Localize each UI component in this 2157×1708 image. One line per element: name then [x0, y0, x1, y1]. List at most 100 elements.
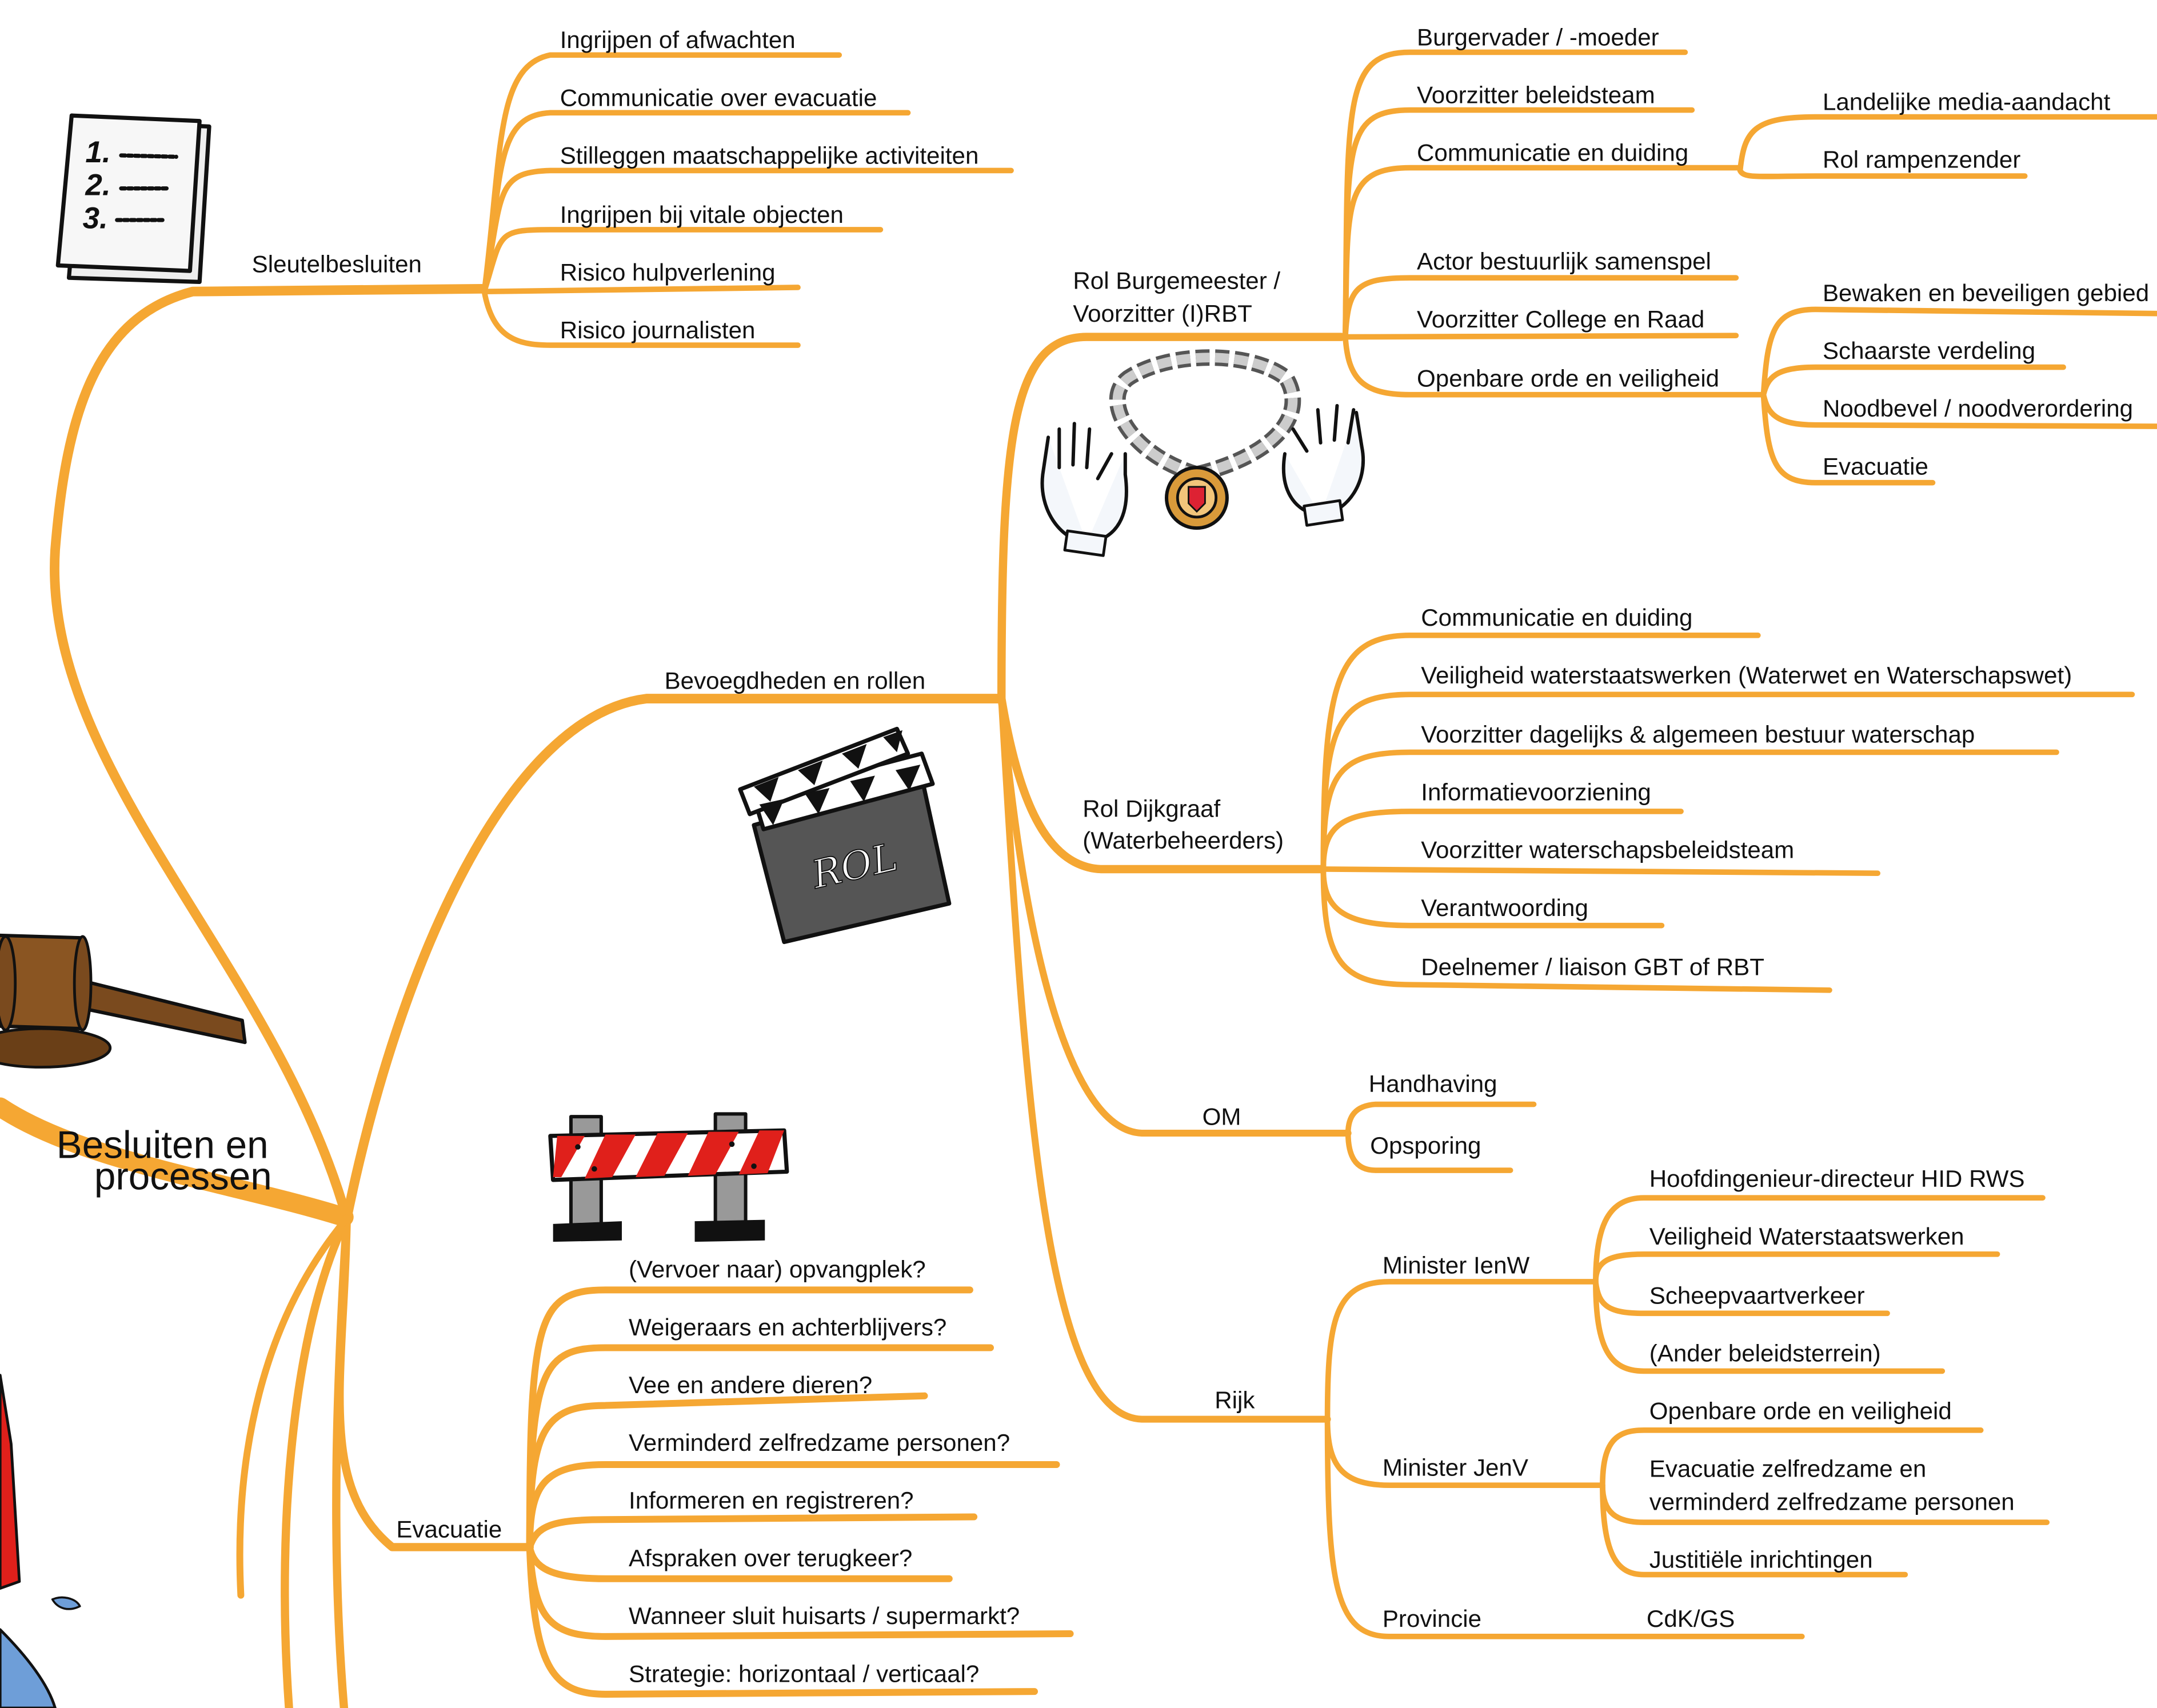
ienw-item: (Ander beleidsterrein)	[1649, 1340, 1881, 1367]
branch-evac-4	[526, 1461, 1060, 1551]
road-barrier-icon	[548, 1112, 789, 1242]
evac-item: Informeren en registreren?	[629, 1487, 914, 1514]
provincie-label: Provincie	[1383, 1605, 1481, 1632]
dijk-item: Verantwoording	[1421, 894, 1588, 921]
branch-jenv-3	[1600, 1482, 1908, 1578]
minister-jenv-label: Minister JenV	[1383, 1454, 1528, 1481]
branch-dijk-5	[1320, 866, 1881, 877]
branch-hub-down1	[281, 1214, 351, 1708]
dijk-item: Deelnemer / liaison GBT of RBT	[1421, 953, 1764, 980]
comm-sub-item: Landelijke media-aandacht	[1823, 89, 2111, 115]
evac-items: (Vervoer naar) opvangplek? Weigeraars en…	[629, 1256, 1020, 1687]
burgemeester-label-line2: Voorzitter (I)RBT	[1073, 300, 1252, 327]
ienw-item: Hoofdingenieur-directeur HID RWS	[1649, 1165, 2025, 1192]
om-item: Opsporing	[1370, 1132, 1481, 1159]
om-label: OM	[1203, 1103, 1241, 1130]
branch-bevoegd-dijk	[997, 694, 1325, 874]
dijk-item: Veiligheid waterstaatswerken (Waterwet e…	[1421, 662, 2072, 689]
branch-hub-bevoegd	[342, 694, 1002, 1223]
branch-hub-evac	[335, 1214, 534, 1551]
checklist-num-2: 2.	[85, 169, 110, 202]
sleutel-item: Ingrijpen bij vitale objecten	[560, 201, 844, 228]
branch-oov-4	[1760, 391, 1936, 486]
oov-sub-item: Evacuatie	[1823, 453, 1928, 479]
burg-item: Voorzitter beleidsteam	[1417, 81, 1655, 108]
branch-comm-1	[1737, 114, 2157, 174]
branch-om-2	[1345, 1130, 1513, 1173]
branch-hub-sleutel	[50, 283, 486, 1223]
evac-item: Afspraken over terugkeer?	[629, 1545, 912, 1571]
branch-dijk-7	[1320, 866, 1832, 993]
dijk-item: Voorzitter waterschapsbeleidsteam	[1421, 837, 1794, 863]
evac-item: Vee en andere dieren?	[629, 1371, 872, 1398]
branch-oov-1	[1760, 306, 2157, 398]
branch-om-1	[1345, 1101, 1537, 1136]
gavel-icon	[0, 933, 247, 1069]
burg-item: Communicatie en duiding	[1417, 139, 1688, 166]
sleutel-item: Risico journalisten	[560, 317, 756, 343]
branch-burg-6	[1343, 334, 1767, 398]
provincie-item: CdK/GS	[1647, 1605, 1735, 1632]
jenv-item: Openbare orde en veiligheid	[1649, 1398, 1952, 1425]
burg-items: Burgervader / -moeder Voorzitter beleids…	[1417, 23, 2149, 479]
burg-item: Voorzitter College en Raad	[1417, 306, 1704, 333]
center-title-line1: Besluiten en	[57, 1123, 269, 1166]
evac-item: Verminderd zelfredzame personen?	[629, 1429, 1010, 1456]
character-fragment-icon	[0, 1374, 81, 1708]
rijk-label: Rijk	[1215, 1386, 1255, 1413]
branch-bevoegd-om	[998, 695, 1352, 1137]
dijk-item: Informatievoorziening	[1421, 779, 1651, 806]
rijk-items: Minister IenW Hoofdingenieur-directeur H…	[1383, 1165, 2025, 1632]
oov-sub-item: Schaarste verdeling	[1823, 337, 2035, 364]
mayor-chain-icon	[1109, 349, 1301, 530]
branch-burg-4	[1343, 275, 1739, 340]
burg-item: Actor bestuurlijk samenspel	[1417, 248, 1711, 275]
oov-sub-item: Noodbevel / noodverordering	[1823, 395, 2133, 422]
branch-evac-3	[526, 1392, 928, 1551]
branch-sleutel-6	[481, 289, 801, 348]
branch-evac-5	[526, 1513, 978, 1551]
dijk-items: Communicatie en duiding Veiligheid water…	[1421, 604, 2072, 980]
branch-hub-to-root	[0, 1097, 354, 1227]
evac-item: Strategie: horizontaal / verticaal?	[629, 1660, 979, 1687]
branch-bevoegd-burg	[997, 333, 1345, 703]
branch-ienw-2	[1593, 1251, 2000, 1285]
sleutelbesluiten-label: Sleutelbesluiten	[252, 251, 422, 278]
branch-hub-down2	[332, 1214, 351, 1708]
branch-hub-down3	[236, 1215, 350, 1599]
burgemeester-label-line1: Rol Burgemeester /	[1073, 267, 1280, 294]
branch-comm-2	[1737, 167, 2028, 179]
sleutel-items: Ingrijpen of afwachten Communicatie over…	[560, 26, 979, 343]
branch-burg-5	[1343, 333, 1739, 340]
branch-rijk-prov	[1324, 1416, 1805, 1639]
dijkgraaf-label-line1: Rol Dijkgraaf	[1083, 795, 1220, 822]
bevoegdheden-label: Bevoegdheden en rollen	[665, 667, 926, 694]
checklist-icon: 1. 2. 3.	[55, 113, 211, 284]
comm-sub-item: Rol rampenzender	[1823, 146, 2020, 173]
branch-oov-2	[1760, 364, 2066, 398]
branch-dijk-4	[1320, 809, 1684, 872]
branch-sleutel-5	[481, 285, 801, 295]
dijkgraaf-label-line2: (Waterbeheerders)	[1083, 827, 1284, 854]
oov-sub-item: Bewaken en beveiligen gebied	[1823, 279, 2149, 306]
minister-ienw-label: Minister IenW	[1383, 1252, 1530, 1279]
sleutel-item: Ingrijpen of afwachten	[560, 26, 796, 53]
branch-evac-8	[526, 1543, 1038, 1698]
evacuatie-label: Evacuatie	[396, 1516, 502, 1543]
om-item: Handhaving	[1369, 1070, 1497, 1097]
checklist-num-1: 1.	[85, 135, 110, 169]
jenv-item: Justitiële inrichtingen	[1649, 1546, 1873, 1573]
sleutel-item: Risico hulpverlening	[560, 259, 776, 286]
dijk-item: Communicatie en duiding	[1421, 604, 1692, 631]
burg-item: Burgervader / -moeder	[1417, 23, 1659, 50]
branch-ienw-4	[1593, 1279, 1946, 1374]
ienw-item: Scheepvaartverkeer	[1649, 1282, 1865, 1309]
checklist-num-3: 3.	[83, 201, 108, 235]
evac-item: (Vervoer naar) opvangplek?	[629, 1256, 926, 1283]
branch-ienw-1	[1593, 1195, 2046, 1285]
clapperboard-icon: ROL	[738, 726, 952, 945]
white-gloves-icon	[1040, 403, 1365, 557]
evac-item: Wanneer sluit huisarts / supermarkt?	[629, 1602, 1020, 1629]
burg-item: Openbare orde en veiligheid	[1417, 365, 1719, 391]
